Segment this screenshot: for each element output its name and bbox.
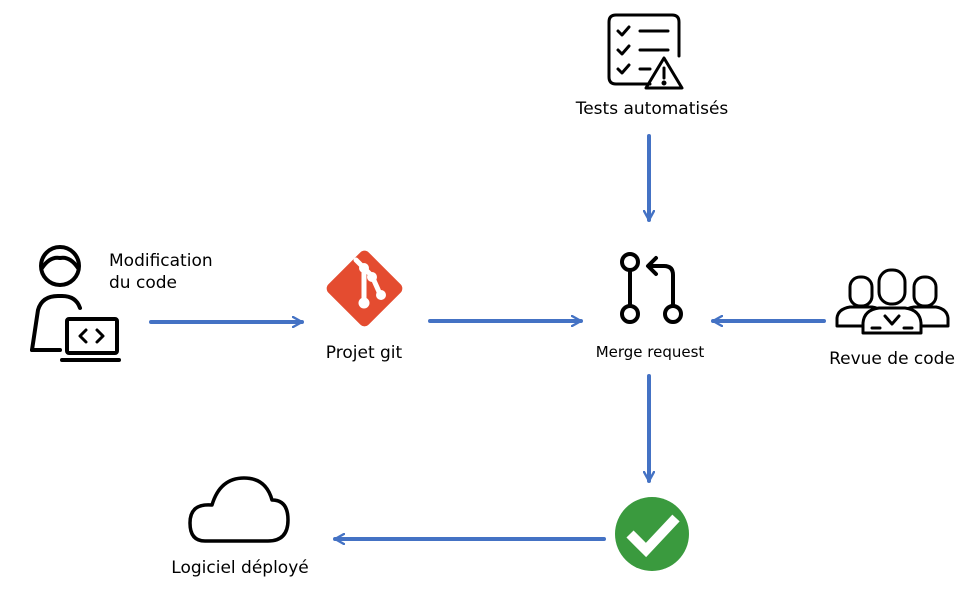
cloud-icon <box>188 476 290 543</box>
merge-request-label: Merge request <box>595 343 705 361</box>
checklist-warning-icon <box>607 13 684 90</box>
git-logo-icon <box>326 250 403 327</box>
deployed-label: Logiciel déployé <box>171 558 309 578</box>
merge-request-icon <box>620 252 683 324</box>
developer-laptop-icon <box>30 245 121 362</box>
git-project-label: Projet git <box>325 343 403 363</box>
green-check-icon <box>615 497 689 571</box>
developer-label-line2: du code <box>109 273 177 293</box>
tests-label: Tests automatisés <box>575 99 729 119</box>
developer-label-line1: Modification <box>109 251 213 271</box>
team-review-icon <box>835 268 950 335</box>
arrows <box>149 134 826 539</box>
review-label: Revue de code <box>829 349 955 369</box>
